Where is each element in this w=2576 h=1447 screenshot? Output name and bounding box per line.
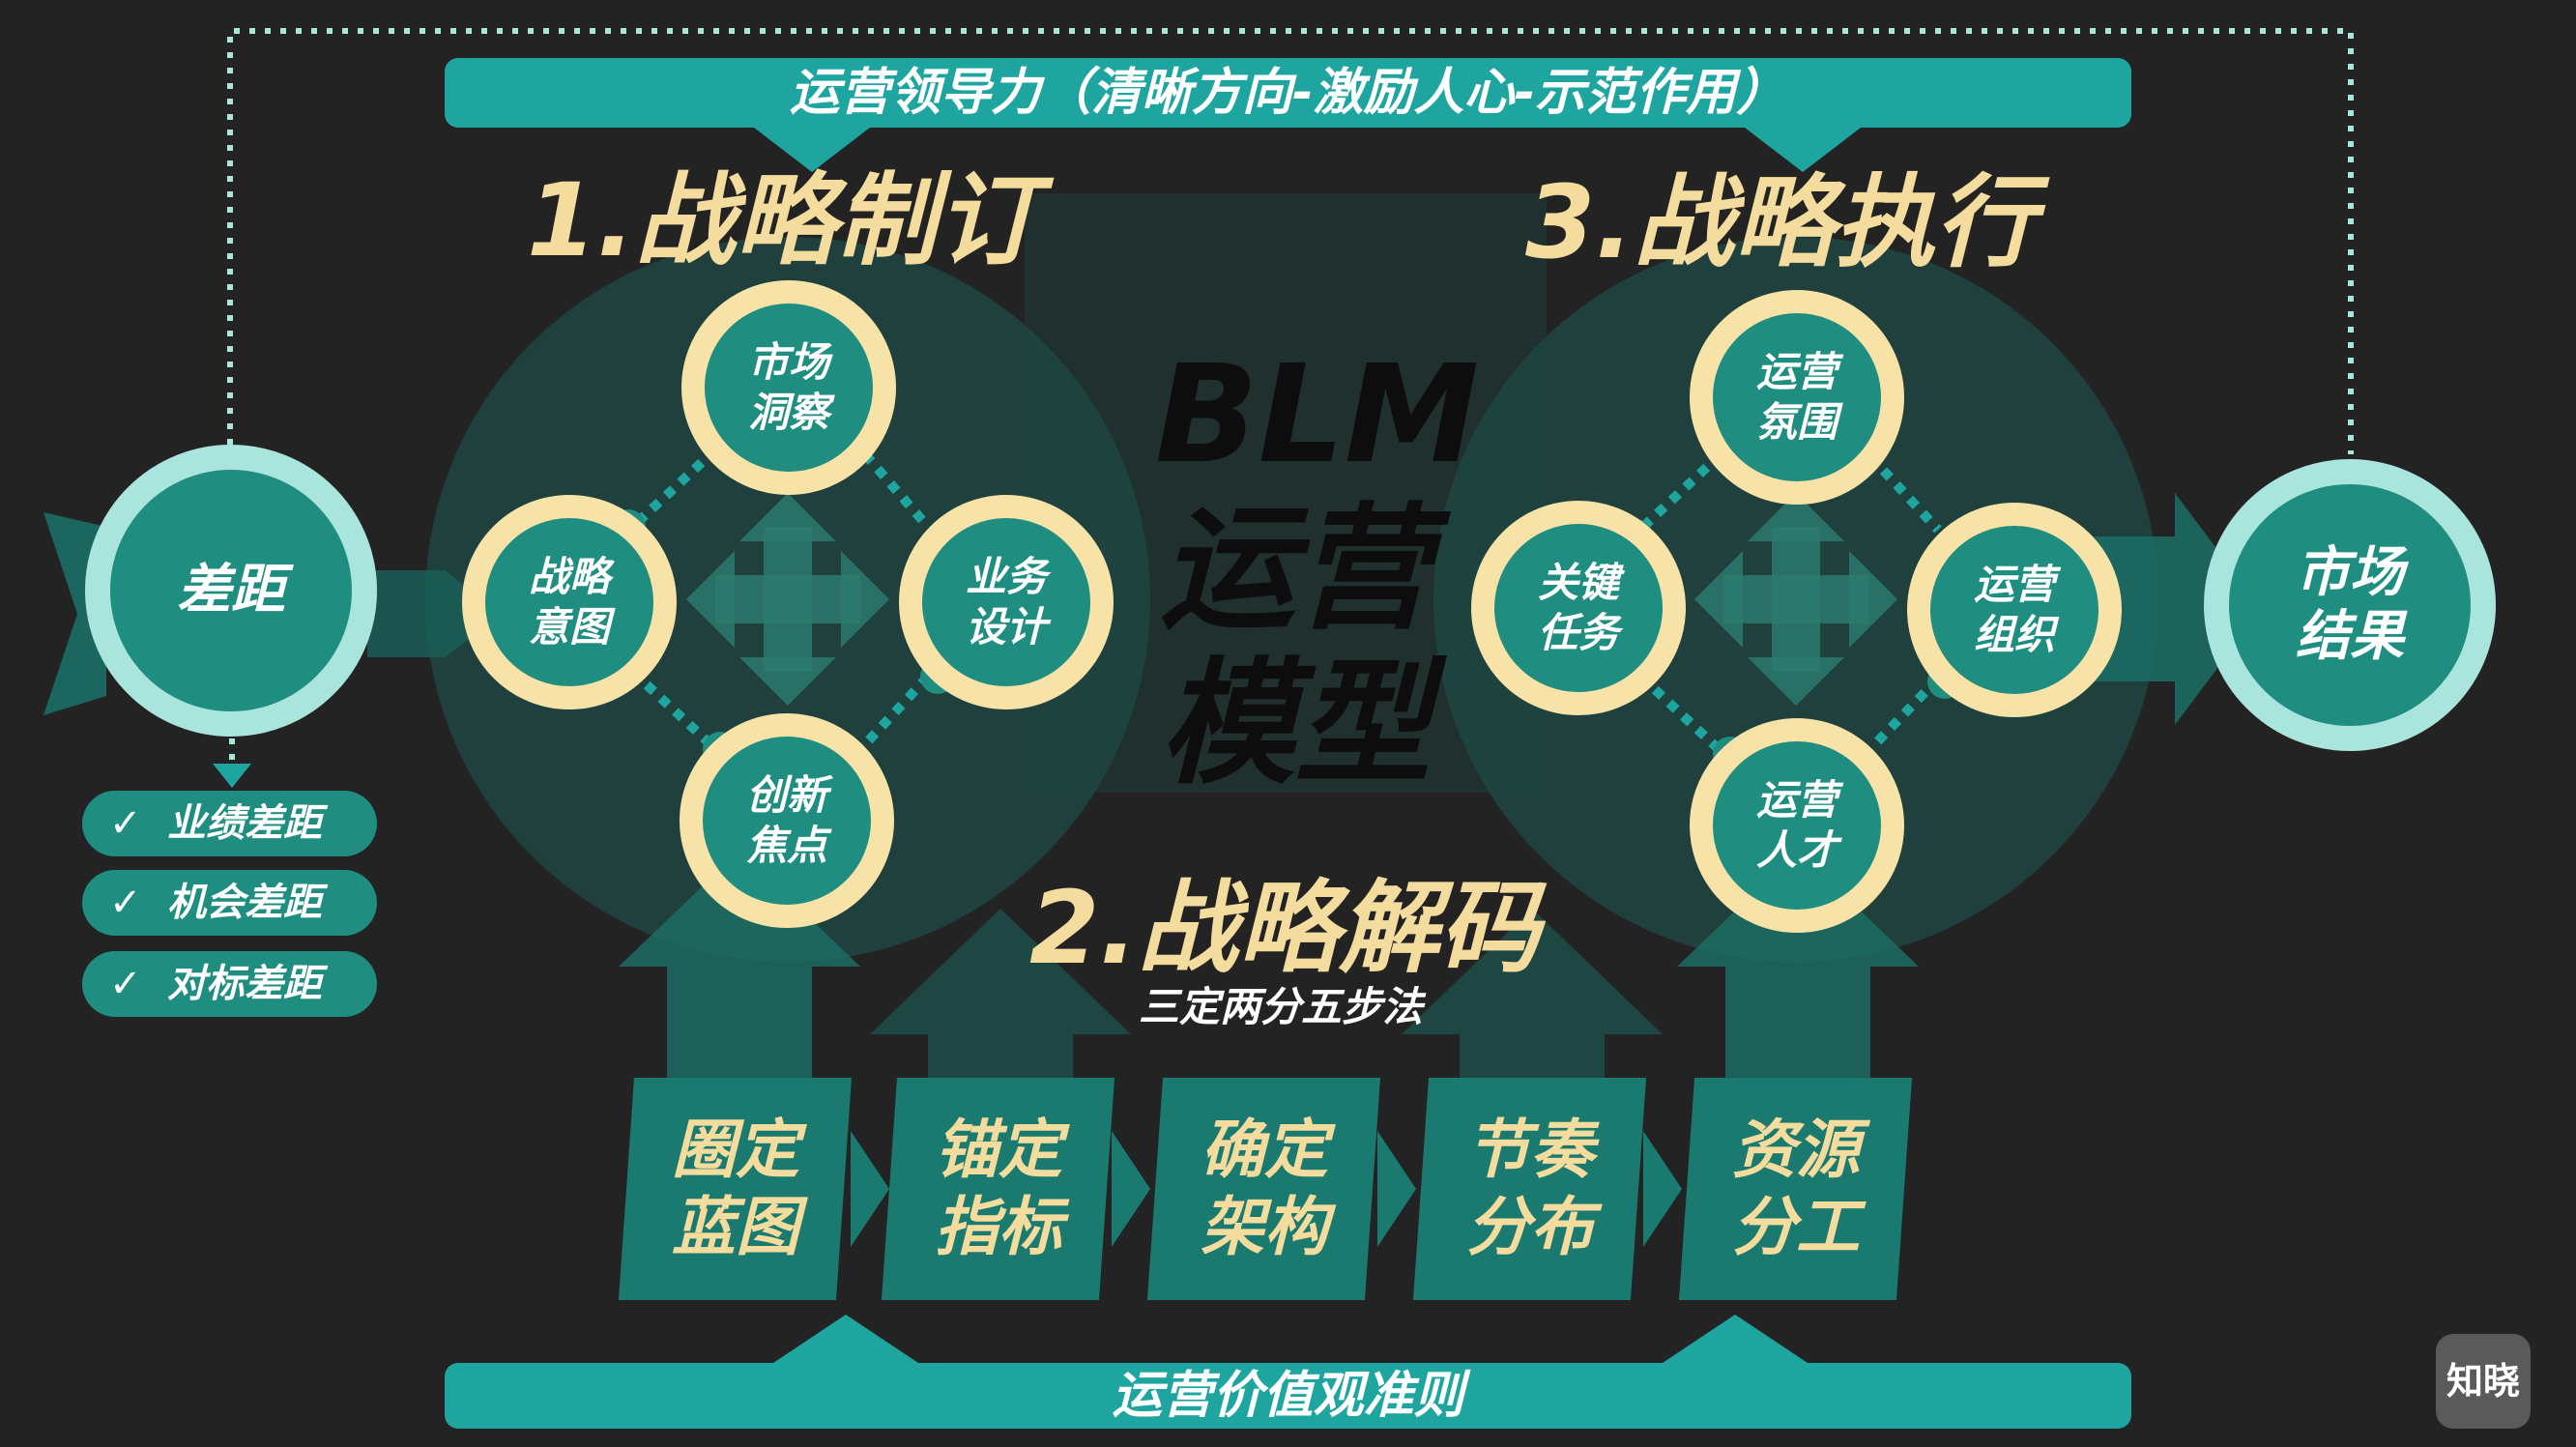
operations-values-bar: 运营价值观准则: [445, 1363, 2131, 1429]
step-uparrow-1: [619, 851, 860, 1078]
strategy-decoding-subtitle: 三定两分五步法: [1138, 983, 1423, 1030]
gap-item-performance: ✓业绩差距: [82, 791, 377, 856]
strategy-execution-title: 3.战略执行: [1525, 163, 2036, 281]
center-overlap: [1025, 193, 1547, 793]
strategy-formulation-title: 1.战略制订: [527, 161, 1037, 279]
gap-down-arrow: [213, 764, 251, 788]
step-anchor-indicators: 锚定 指标: [881, 1078, 1115, 1300]
step-uparrow-2: [870, 909, 1131, 1078]
step-rhythm-distribution: 节奏 分布: [1412, 1078, 1647, 1300]
node-operations-atmosphere: 运营 氛围: [1690, 290, 1904, 505]
blm-model-label: BLM 运营 模型: [1155, 336, 1480, 803]
values-arrow-left: [773, 1315, 918, 1363]
cross-arrows-execution: [1694, 493, 1897, 706]
feedback-dotted-line: [227, 28, 2354, 454]
step-resource-division: 资源 分工: [1678, 1078, 1913, 1300]
cross-arrows-formulation: [686, 493, 889, 706]
cycle-arrows-formulation: [634, 450, 932, 748]
leadership-arrow-right: [1745, 128, 1861, 172]
cycle-arrows-execution: [1639, 452, 1942, 753]
check-icon: ✓: [109, 962, 142, 1006]
market-result-circle: 市场 结果: [2204, 459, 2496, 751]
strategy-decoding-title: 2.战略解码: [1029, 869, 1540, 987]
node-market-insight: 市场 洞察: [681, 280, 896, 495]
gap-circle: 差距: [85, 445, 377, 737]
leadership-arrow-left: [754, 128, 870, 172]
step-uparrow-5: [1677, 851, 1919, 1078]
node-operations-organization: 运营 组织: [1907, 503, 2122, 717]
zhixiao-logo: 知晓: [2436, 1334, 2531, 1429]
node-innovation-focus: 创新 焦点: [680, 713, 894, 928]
check-icon: ✓: [109, 801, 142, 846]
values-arrow-right: [1663, 1315, 1808, 1363]
node-key-tasks: 关键 任务: [1471, 501, 1686, 715]
gap-item-opportunity: ✓机会差距: [82, 870, 377, 936]
operations-leadership-bar: 运营领导力（清晰方向-激励人心-示范作用）: [445, 58, 2131, 128]
node-operations-talent: 运营 人才: [1690, 718, 1904, 933]
step-chain-arrows: [851, 1131, 1682, 1247]
step-define-blueprint: 圈定 蓝图: [618, 1078, 853, 1300]
gap-item-benchmark: ✓对标差距: [82, 951, 377, 1017]
node-strategic-intent: 战略 意图: [462, 495, 677, 709]
step-uparrow-4: [1402, 909, 1663, 1078]
step-define-structure: 确定 架构: [1146, 1078, 1381, 1300]
check-icon: ✓: [109, 881, 142, 925]
node-business-design: 业务 设计: [899, 495, 1114, 709]
